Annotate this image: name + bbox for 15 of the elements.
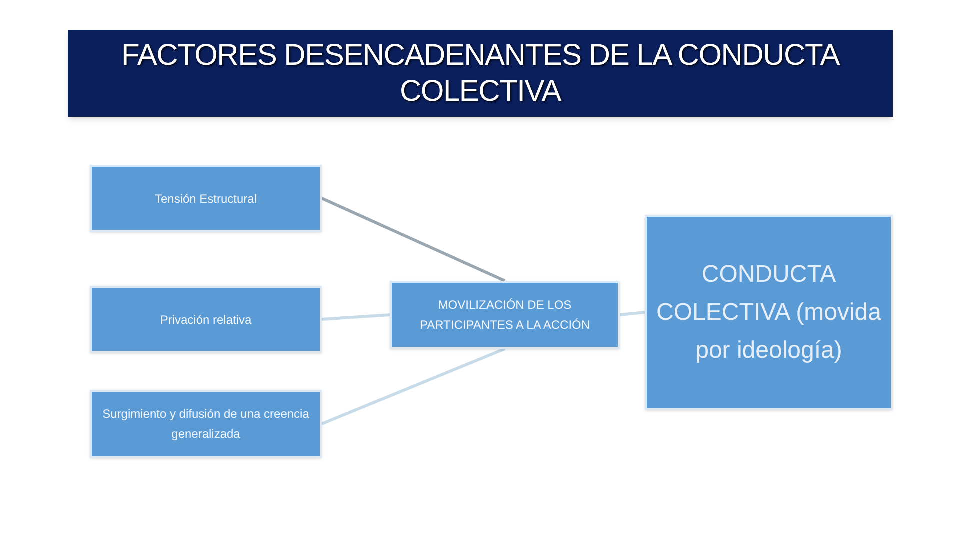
- box-label: Surgimiento y difusión de una creencia generalizada: [102, 406, 310, 443]
- process-box: [90, 165, 322, 232]
- process-box: [645, 215, 893, 410]
- box-label: CONDUCTA COLECTIVA (movida por ideología): [656, 260, 882, 366]
- title-banner: FACTORES DESENCADENANTES DE LA CONDUCTA COLECTIVA: [68, 30, 893, 117]
- box-label: Tensión Estructural: [154, 190, 258, 208]
- connector-line: [321, 348, 506, 426]
- connector-line: [620, 311, 646, 316]
- process-box: [390, 281, 620, 349]
- process-box: [90, 286, 322, 353]
- connector-line: [322, 314, 390, 321]
- connector-line: [321, 197, 506, 282]
- box-label: MOVILIZACIÓN DE LOS PARTICIPANTES A LA ACCIÓN: [418, 297, 592, 334]
- process-box: [90, 390, 322, 458]
- box-label: Privación relativa: [160, 312, 252, 328]
